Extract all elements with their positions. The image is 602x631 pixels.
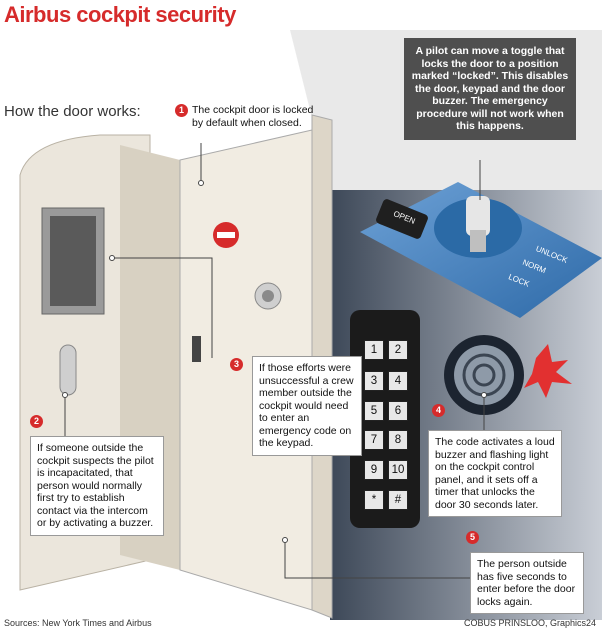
key-6[interactable]: 6 (388, 401, 408, 421)
step-1-badge: 1 (175, 104, 188, 117)
key-8[interactable]: 8 (388, 430, 408, 450)
section-subtitle: How the door works: (4, 103, 141, 120)
toggle-switch (434, 196, 522, 258)
key-2[interactable]: 2 (388, 340, 408, 360)
flashing-light (524, 344, 572, 398)
lock-toggle-callout: A pilot can move a toggle that locks the… (404, 38, 576, 140)
step-4-badge: 4 (432, 404, 445, 417)
step-3-text: If those efforts were unsuccessful a cre… (252, 356, 362, 456)
key-5[interactable]: 5 (364, 401, 384, 421)
door-handle (192, 336, 201, 362)
key-7[interactable]: 7 (364, 430, 384, 450)
open-button (376, 199, 428, 239)
callout-lines (64, 143, 485, 579)
key-star[interactable]: * (364, 490, 384, 510)
key-10[interactable]: 10 (388, 460, 408, 480)
step-2-badge: 2 (30, 415, 43, 428)
sources-note: Sources: New York Times and Airbus (4, 618, 152, 628)
key-9[interactable]: 9 (364, 460, 384, 480)
step-5-badge: 5 (466, 531, 479, 544)
intercom-handset (59, 344, 77, 396)
page-title: Airbus cockpit security (4, 2, 236, 27)
key-4[interactable]: 4 (388, 371, 408, 391)
step-5-text: The person outside has five seconds to e… (470, 552, 584, 614)
key-3[interactable]: 3 (364, 371, 384, 391)
step-1-text: The cockpit door is locked by default wh… (192, 104, 314, 129)
graphics-credit: COBUS PRINSLOO, Graphics24 (463, 618, 596, 628)
step-4-text: The code activates a loud buzzer and fla… (428, 430, 562, 517)
step-2-text: If someone outside the cockpit suspects … (30, 436, 164, 536)
step-3-badge: 3 (230, 358, 243, 371)
key-1[interactable]: 1 (364, 340, 384, 360)
key-hash[interactable]: # (388, 490, 408, 510)
